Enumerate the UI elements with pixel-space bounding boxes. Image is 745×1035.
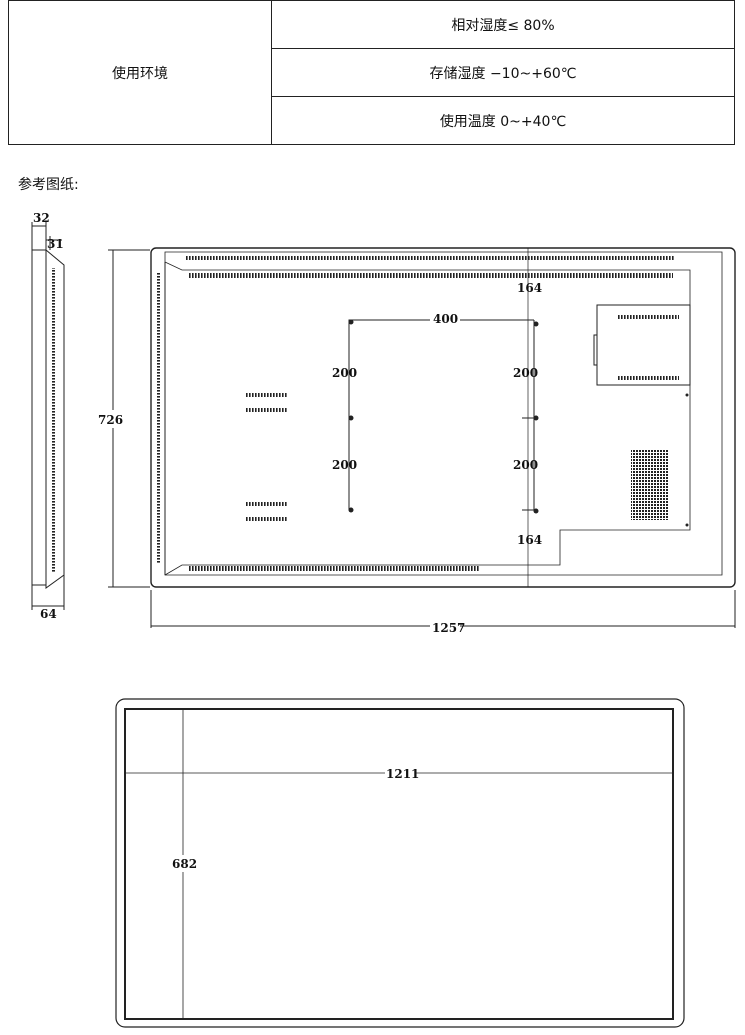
vesa-dim-right-top: 200	[513, 366, 538, 380]
environment-label: 使用环境	[8, 0, 272, 145]
rear-dim-width: 1257	[432, 621, 465, 635]
vent-block-3	[245, 502, 287, 506]
side-dim-32: 32	[33, 211, 50, 225]
side-dim-31: 31	[47, 237, 64, 251]
offset-dim-top: 164	[517, 281, 542, 295]
front-dim-height: 682	[172, 857, 197, 871]
rear-dim-height: 726	[98, 413, 123, 427]
operating-temp-value: 使用温度 0~+40℃	[271, 96, 735, 145]
section-title: 参考图纸:	[18, 177, 79, 193]
front-view	[115, 698, 685, 1028]
vent-bottom	[188, 566, 480, 571]
vesa-dim-left-bottom: 200	[332, 458, 357, 472]
connector-vent-1	[617, 315, 679, 319]
front-dim-width: 1211	[386, 767, 419, 781]
connector-vent-2	[617, 376, 679, 380]
vent-block-2	[245, 408, 287, 412]
side-view	[31, 222, 65, 610]
vesa-holes	[348, 319, 689, 527]
vent-top-1	[185, 256, 675, 260]
spec-table: 使用环境 相对湿度≤ 80% 存储湿度 −10~+60℃ 使用温度 0~+40℃	[8, 0, 735, 145]
speaker-grille	[631, 450, 669, 520]
side-vent	[52, 268, 55, 572]
vent-block-4	[245, 517, 287, 521]
vent-left	[157, 272, 160, 564]
rear-view	[108, 247, 736, 628]
vesa-dim-left-top: 200	[332, 366, 357, 380]
vesa-dim-right-bottom: 200	[513, 458, 538, 472]
humidity-value: 相对湿度≤ 80%	[271, 0, 735, 49]
vent-top-2	[188, 273, 673, 278]
offset-dim-bottom: 164	[517, 533, 542, 547]
vesa-dim-400: 400	[433, 312, 458, 326]
side-dim-64: 64	[40, 607, 57, 621]
vent-block-1	[245, 393, 287, 397]
